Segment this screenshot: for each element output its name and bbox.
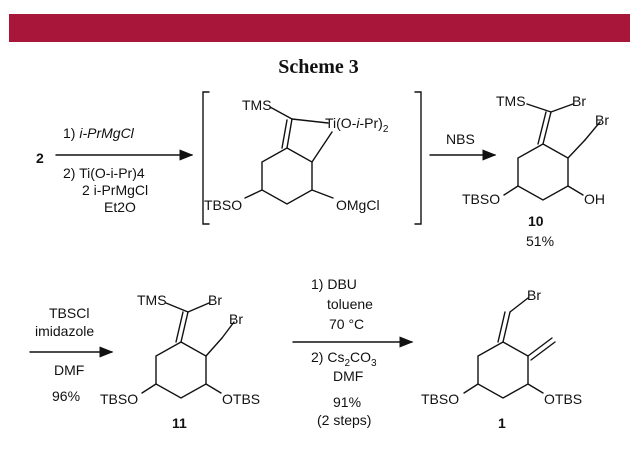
step3-solvent: DMF (54, 362, 84, 378)
compound-11-left-group: TBSO (100, 391, 138, 407)
product-10-tms: TMS (496, 93, 526, 109)
intermediate-left-group: TBSO (204, 197, 242, 213)
scheme-title: Scheme 3 (278, 56, 359, 78)
intermediate-structure (244, 106, 334, 205)
step1-line4: Et2O (104, 199, 136, 215)
step3-yield: 96% (52, 388, 80, 404)
step4-line1: 1) DBU (311, 276, 357, 292)
right-bracket (414, 91, 422, 225)
product-10-right-group: OH (584, 191, 605, 207)
step3-reagent1: TBSCl (49, 305, 89, 321)
product-10-structure (503, 103, 601, 201)
step4-line4: 2) Cs2CO3 (311, 349, 377, 369)
header-color-bar (9, 14, 630, 42)
compound-11-label: 11 (172, 415, 187, 431)
intermediate-tms: TMS (242, 97, 272, 113)
compound-11-structure (141, 302, 235, 399)
step1-line3: 2 i-PrMgCl (82, 182, 148, 198)
product-10-br-alkyl: Br (595, 112, 609, 128)
step4-line5: DMF (333, 368, 363, 384)
step1-line2: 2) Ti(O-i-Pr)4 (63, 165, 145, 181)
compound-1-left-group: TBSO (421, 391, 459, 407)
compound-1-label: 1 (498, 415, 506, 431)
step4-yield: 91% (333, 394, 361, 410)
product-10-yield: 51% (526, 233, 554, 249)
step3-reagent2: imidazole (35, 323, 94, 339)
product-10-br-vinyl: Br (572, 93, 586, 109)
compound-1-structure (463, 297, 556, 399)
step4-note: (2 steps) (317, 412, 371, 428)
product-10-label: 10 (528, 213, 544, 229)
intermediate-right-group: OMgCl (336, 197, 380, 213)
compound-11-tms: TMS (137, 292, 167, 308)
step4-line2: toluene (327, 296, 373, 312)
compound-11-right-group: OTBS (222, 391, 260, 407)
intermediate-ti-group: Ti(O-i-Pr)2 (325, 115, 389, 135)
step4-line3: 70 °C (329, 316, 364, 332)
compound-1-right-group: OTBS (544, 391, 582, 407)
compound-1-br-vinyl: Br (527, 287, 541, 303)
step1-line1: 1) i-PrMgCl (63, 125, 135, 141)
compound-11-br-vinyl: Br (208, 292, 222, 308)
start-compound-label: 2 (36, 150, 44, 166)
left-bracket (202, 91, 210, 225)
product-10-left-group: TBSO (462, 191, 500, 207)
step2-reagent: NBS (446, 131, 475, 147)
compound-11-br-alkyl: Br (229, 311, 243, 327)
